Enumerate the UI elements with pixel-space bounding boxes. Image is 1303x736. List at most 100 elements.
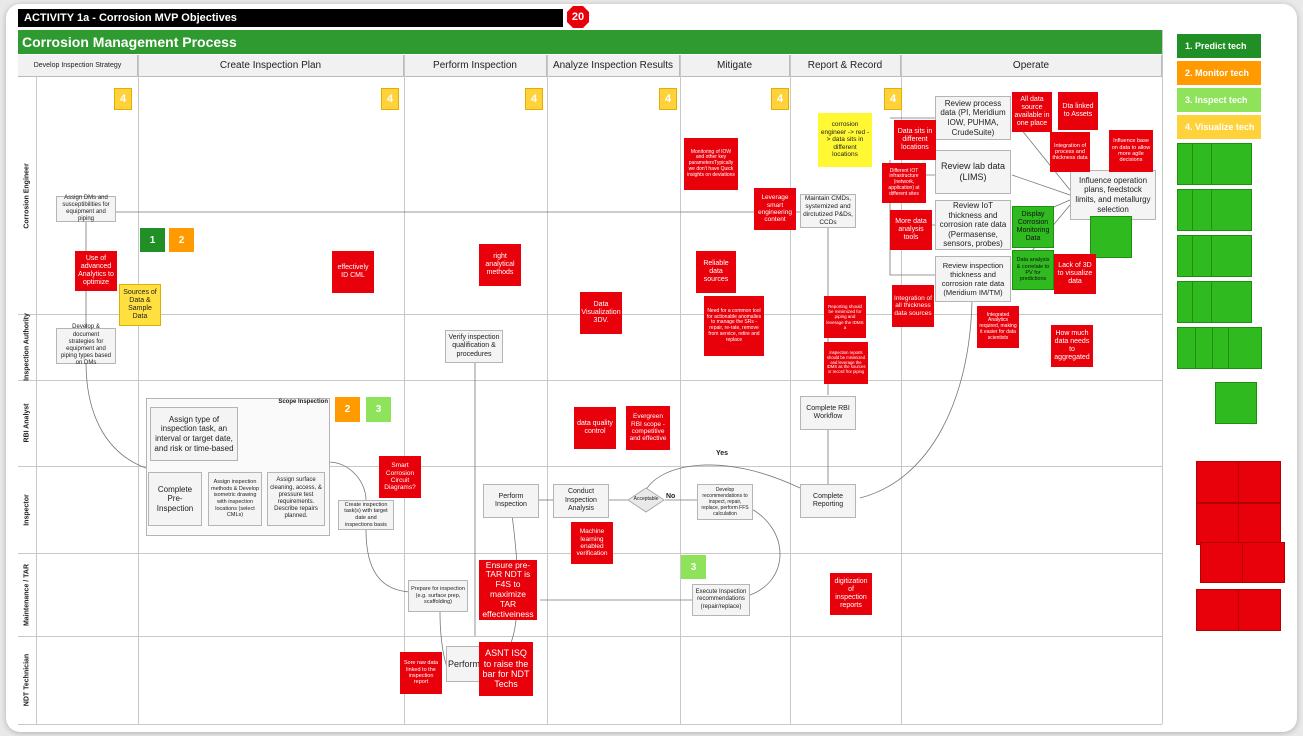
- parking-sticky-red[interactable]: [1200, 542, 1243, 583]
- review-process-data-box[interactable]: Review process data (PI, Meridium IOW, P…: [935, 96, 1011, 140]
- sticky-effectively-id-cml[interactable]: effectively ID CML: [332, 251, 374, 293]
- parking-sticky-green[interactable]: [1211, 189, 1252, 231]
- legend-inspect-tech: 3. Inspect tech: [1177, 88, 1261, 112]
- column-divider: [404, 55, 405, 724]
- review-inspection-data-box[interactable]: Review inspection thickness and corrosio…: [935, 256, 1011, 302]
- sticky-data-visualization[interactable]: Data Visualization 3DV.: [580, 292, 622, 334]
- create-tasks-box[interactable]: Create inspection task(s) with target da…: [338, 500, 394, 530]
- lane-divider: [18, 380, 1162, 381]
- acceptable-decision-diamond[interactable]: [627, 487, 665, 513]
- sticky-reliable-data-sources[interactable]: Reliable data sources: [696, 251, 736, 293]
- sticky-sore-raw-data[interactable]: Sore raw data linked to the inspection r…: [400, 652, 442, 694]
- grid-bottom-border: [18, 724, 1162, 725]
- review-lab-data-box[interactable]: Review lab data (LIMS): [935, 150, 1011, 194]
- sticky-ensure-pretar[interactable]: Ensure pre-TAR NDT is F4S to maximize TA…: [479, 560, 537, 620]
- verify-qualification-box[interactable]: Verify inspection qualification & proced…: [445, 330, 503, 363]
- sticky-right-methods[interactable]: right analytical methods: [479, 244, 521, 286]
- scope-inspection-label: Scope Inspection: [278, 399, 328, 405]
- priority-tag-inspect: 3: [681, 555, 706, 579]
- sticky-digitization[interactable]: digitization of inspection reports: [830, 573, 872, 615]
- activity-title: ACTIVITY 1a - Corrosion MVP Objectives: [18, 9, 563, 27]
- sticky-influence-agile[interactable]: Influence base on data to allow more agi…: [1109, 130, 1153, 172]
- sticky-evergreen-rbi[interactable]: Evergreen RBI scope - competitive and ef…: [626, 406, 670, 450]
- influence-operations-box[interactable]: Influence operation plans, feedstock lim…: [1070, 170, 1156, 220]
- assign-dms-box[interactable]: Assign DMs and susceptibilities for equi…: [56, 195, 116, 222]
- sticky-integration-thickness[interactable]: Integration of all thickness data source…: [892, 285, 934, 327]
- sticky-display-monitoring[interactable]: Display Corrosion Monitoring Data: [1012, 206, 1054, 248]
- column-divider: [901, 55, 902, 724]
- yes-branch-label: Yes: [716, 450, 729, 457]
- review-iot-data-box[interactable]: Review IoT thickness and corrosion rate …: [935, 200, 1011, 250]
- parking-sticky-green[interactable]: [1211, 281, 1252, 323]
- sticky-common-tool[interactable]: Need for a common tool for actionable an…: [704, 296, 764, 356]
- priority-tag-visualize: 4: [884, 88, 902, 110]
- priority-tag-visualize: 4: [114, 88, 132, 110]
- sticky-monitoring-iow[interactable]: Monitoring of IOW and other key paramete…: [684, 138, 738, 190]
- column-divider: [547, 55, 548, 724]
- priority-tag-visualize: 4: [381, 88, 399, 110]
- process-title: Corrosion Management Process: [18, 30, 1162, 54]
- sticky-how-much-data[interactable]: How much data needs to aggregated: [1051, 325, 1093, 367]
- parking-sticky-green[interactable]: [1211, 143, 1252, 185]
- sticky-data-quality[interactable]: data quality control: [574, 407, 616, 449]
- no-branch-label: No: [666, 493, 676, 500]
- parking-sticky-red[interactable]: [1242, 542, 1285, 583]
- perform-ndt-box[interactable]: Perform: [446, 646, 482, 682]
- assign-type-box[interactable]: Assign type of inspection task, an inter…: [150, 407, 238, 461]
- prepare-inspection-box[interactable]: Prepare for inspection (e.g. surface pre…: [408, 580, 468, 612]
- col-header-analyze-results: Analyze Inspection Results: [547, 55, 680, 77]
- sticky-reporting-minimized[interactable]: Reporting should be minimized for piping…: [824, 296, 866, 338]
- count-badge: 20: [566, 5, 590, 29]
- count-badge-value: 20: [571, 11, 585, 23]
- parking-sticky-red[interactable]: [1238, 503, 1281, 545]
- grid-right-border: [1162, 30, 1163, 724]
- sticky-blank-green[interactable]: [1090, 216, 1132, 258]
- sticky-lack-3d[interactable]: Lack of 3D to visualize data: [1054, 254, 1096, 294]
- sticky-data-sits-locations[interactable]: Data sits in different locations: [894, 120, 936, 160]
- sticky-integrated-analytics[interactable]: Integrated Analytics required, making it…: [977, 306, 1019, 348]
- complete-rbi-workflow-box[interactable]: Complete RBI Workflow: [800, 396, 856, 430]
- sticky-ml-verification[interactable]: Machine learning enabled verification: [571, 522, 613, 564]
- sticky-sources-of-data[interactable]: Sources of Data & Sample Data: [119, 284, 161, 326]
- sticky-integration-process[interactable]: Integration of process and thickness dat…: [1050, 132, 1090, 172]
- perform-inspection-box[interactable]: Perform Inspection: [483, 484, 539, 518]
- complete-pre-inspection-box[interactable]: Complete Pre-Inspection: [148, 472, 202, 526]
- sticky-asnt-isq[interactable]: ASNT ISQ to raise the bar for NDT Techs: [479, 642, 533, 696]
- parking-sticky-red[interactable]: [1196, 461, 1239, 503]
- sticky-leverage-smart-content[interactable]: Leverage smart engineering content: [754, 188, 796, 230]
- parking-sticky-red[interactable]: [1196, 589, 1239, 631]
- develop-recommendations-box[interactable]: Develop recommendations to inspect, repa…: [697, 484, 753, 520]
- col-header-operate: Operate: [901, 55, 1162, 77]
- col-header-report-record: Report & Record: [790, 55, 901, 77]
- parking-sticky-red[interactable]: [1238, 589, 1281, 631]
- conduct-analysis-box[interactable]: Conduct Inspection Analysis: [553, 484, 609, 518]
- sticky-advanced-analytics[interactable]: Use of advanced Analytics to optimize: [75, 251, 117, 291]
- sticky-corrosion-engineer-note[interactable]: corrosion engineer -> red -> data sits i…: [818, 113, 872, 167]
- parking-sticky-green[interactable]: [1215, 382, 1257, 424]
- maintain-cmds-box[interactable]: Maintain CMDs, systemized and dirctutize…: [800, 194, 856, 228]
- parking-sticky-green[interactable]: [1228, 327, 1262, 369]
- col-header-perform-inspection: Perform Inspection: [404, 55, 547, 77]
- column-divider: [138, 55, 139, 724]
- legend-visualize-tech: 4. Visualize tech: [1177, 115, 1261, 139]
- execute-recommendations-box[interactable]: Execute Inspection recommendations (repa…: [692, 584, 750, 616]
- parking-sticky-green[interactable]: [1211, 235, 1252, 277]
- priority-tag-visualize: 4: [659, 88, 677, 110]
- sticky-inspection-reports[interactable]: Inspection reports should be minimized a…: [824, 342, 868, 384]
- parking-sticky-red[interactable]: [1238, 461, 1281, 503]
- lane-label-divider: [36, 77, 37, 724]
- priority-tag-inspect: 3: [366, 397, 391, 422]
- lane-divider: [18, 636, 1162, 637]
- sticky-different-iot[interactable]: Different IOT infrastructure (network, a…: [882, 163, 926, 203]
- sticky-all-data-one-place[interactable]: All data source available in one place: [1012, 92, 1052, 132]
- assign-methods-box[interactable]: Assign inspection methods & Develop isom…: [208, 472, 262, 526]
- complete-reporting-box[interactable]: Complete Reporting: [800, 484, 856, 518]
- sticky-data-analysis-pv[interactable]: Data analysis & correlate to PV for pred…: [1012, 250, 1054, 290]
- sticky-data-linked-assets[interactable]: Dta linked to Assets: [1058, 92, 1098, 130]
- sticky-more-analysis-tools[interactable]: More data analysis tools: [890, 210, 932, 250]
- develop-strategies-box[interactable]: Develop & document strategies for equipm…: [56, 324, 116, 366]
- assign-surface-box[interactable]: Assign surface cleaning, access, & press…: [267, 472, 325, 526]
- parking-sticky-red[interactable]: [1196, 503, 1239, 545]
- octagon-icon: [567, 6, 589, 28]
- sticky-smart-circuit-diagrams[interactable]: Smart Corrosion Circuit Diagrams?: [379, 456, 421, 498]
